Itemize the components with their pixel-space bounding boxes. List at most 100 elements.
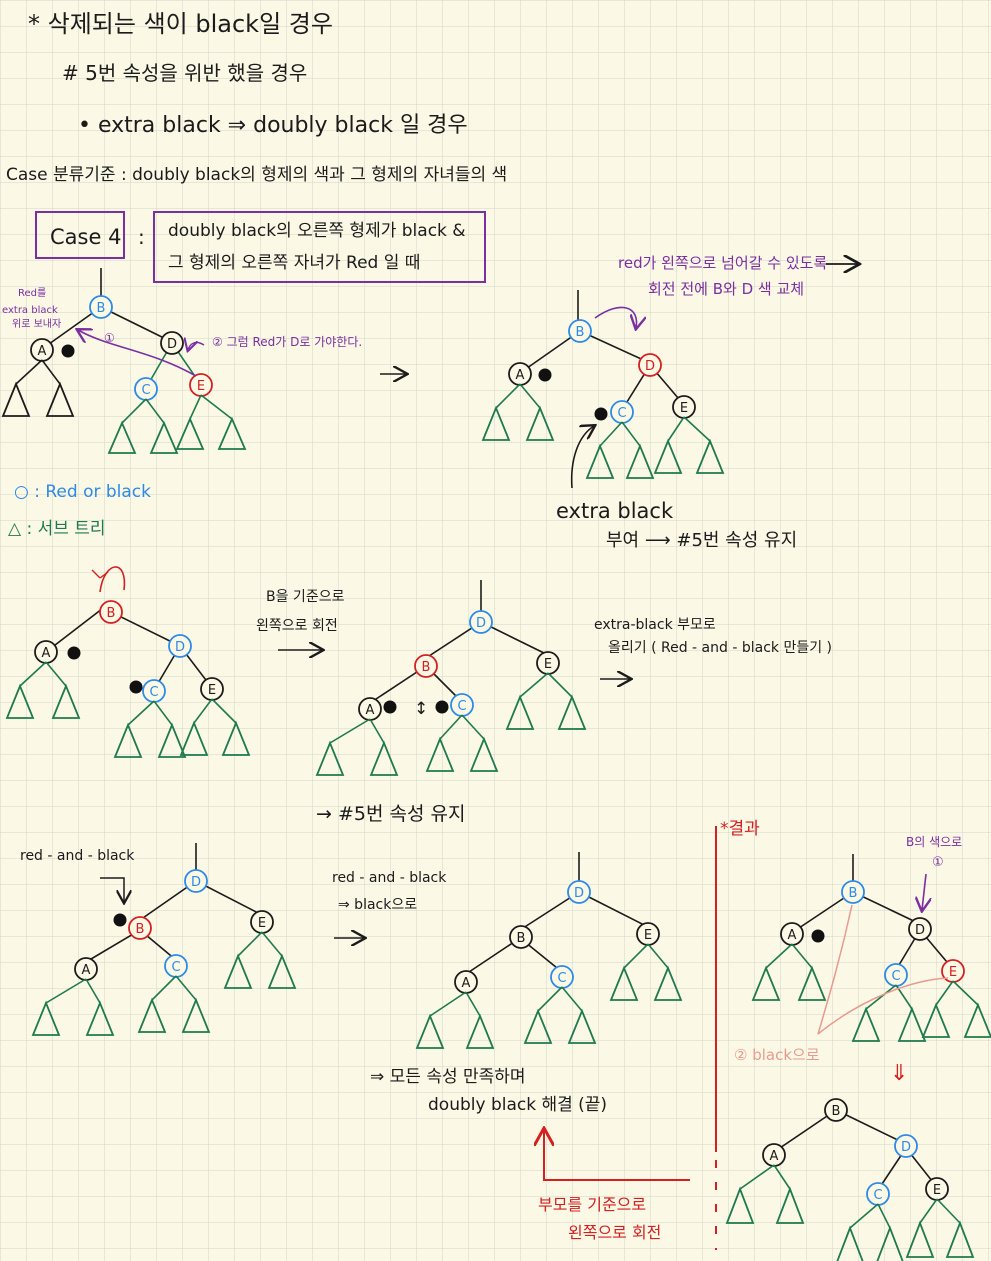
all-ok-2: doubly black 해결 (끝): [428, 1095, 607, 1115]
node-label: C: [149, 685, 158, 700]
tree-edge: [369, 718, 385, 744]
header-line-1: * 삭제되는 색이 black일 경우: [28, 10, 333, 38]
subtree-triangle: [945, 1220, 975, 1258]
node-label: B: [517, 931, 526, 946]
extra-black-up-1: extra-black 부모로: [594, 617, 716, 633]
note-red-3: 위로 보내자: [12, 317, 61, 330]
all-ok-1: ⇒ 모든 속성 만족하며: [370, 1067, 526, 1087]
node-circle: [99, 600, 123, 624]
tree-edge: [852, 891, 921, 925]
node-a: A: [34, 640, 58, 664]
tree-edge: [519, 383, 541, 409]
tree-edge: [189, 394, 202, 420]
node-label: B: [832, 1104, 841, 1119]
node-circle: [824, 1098, 848, 1122]
node-circle: [568, 319, 592, 343]
node-label: E: [197, 379, 205, 394]
case-desc-line-2: 그 형제의 오른쪽 자녀가 Red 일 때: [168, 253, 420, 273]
case-desc-line-1: doubly black의 오른쪽 형제가 black &: [168, 221, 466, 241]
tree-edge: [110, 611, 181, 647]
tree-edge: [547, 672, 573, 698]
subtree-triangle: [267, 953, 297, 989]
node-circle: [908, 917, 932, 941]
node-b: B: [841, 880, 865, 904]
rotate-note-2: 왼쪽으로 회전: [256, 618, 338, 634]
tree-edge: [211, 698, 237, 724]
subtree-triangle: [217, 416, 247, 450]
node-e: E: [925, 1177, 949, 1201]
node-b: B: [568, 319, 592, 343]
subtree-triangle: [876, 1225, 904, 1261]
node-d: D: [567, 880, 591, 904]
subtree-triangle: [179, 720, 209, 756]
node-label: D: [915, 923, 925, 938]
node-a: A: [508, 362, 532, 386]
tree-edge: [45, 661, 67, 687]
tree-edge: [683, 416, 711, 442]
tree-edge: [952, 980, 979, 1006]
subtree-triangle: [149, 420, 179, 454]
node-b: B: [509, 925, 533, 949]
tree-edge: [578, 891, 649, 928]
tree-edge: [127, 700, 155, 726]
tree-edge: [237, 931, 263, 957]
parent-rotate-arrow: [544, 1130, 690, 1181]
legend-circle: ○ : Red or black: [14, 482, 151, 502]
extra-black-dot: [435, 700, 449, 714]
rab-to-black-1: red - and - black: [332, 870, 447, 886]
node-circle: [638, 353, 662, 377]
subtree-triangle: [897, 1006, 927, 1042]
node-circle: [841, 880, 865, 904]
subtree-triangle: [157, 722, 187, 758]
node-b: B: [89, 295, 113, 319]
tree-edge: [935, 980, 954, 1006]
node-e: E: [200, 677, 224, 701]
extra-black-dot: [811, 929, 825, 943]
node-circle: [567, 880, 591, 904]
node-circle: [469, 610, 493, 634]
extra-black-dot: [113, 913, 127, 927]
node-label: D: [476, 616, 486, 631]
node-circle: [89, 295, 113, 319]
node-e: E: [250, 910, 274, 934]
node-circle: [160, 331, 184, 355]
tree-edge: [19, 661, 47, 687]
node-b: B: [99, 600, 123, 624]
subtree-triangle: [567, 1008, 597, 1044]
subtree-triangle: [223, 953, 253, 989]
tree-edge: [465, 937, 521, 975]
node-d: D: [184, 869, 208, 893]
subtree-triangle: [51, 683, 81, 719]
subtree-triangle: [1, 381, 31, 417]
subtree-triangle: [557, 694, 587, 730]
node-e: E: [536, 651, 560, 675]
extra-black-up-2: 올리기 ( Red - and - black 만들기 ): [608, 640, 832, 656]
case-label: Case 4: [50, 225, 121, 249]
node-label: A: [38, 344, 47, 359]
tree-edge: [919, 1198, 938, 1224]
tree-edge: [153, 700, 173, 726]
subtree-triangle: [751, 965, 781, 1001]
subtree-triangle: [415, 1013, 445, 1049]
node-e: E: [672, 395, 696, 419]
subtree-triangle: [107, 420, 137, 454]
step-one-marker: ①: [104, 331, 115, 345]
tree-edge: [599, 421, 623, 447]
move-red-arrow: [78, 330, 197, 377]
node-a: A: [358, 697, 382, 721]
extra-black-dot: [594, 407, 608, 421]
subtree-triangle: [481, 405, 511, 441]
node-a: A: [30, 338, 54, 362]
node-label: D: [901, 1140, 911, 1155]
header-line-3: • extra black ⇒ doubly black 일 경우: [78, 113, 468, 138]
node-label: D: [574, 886, 584, 901]
node-label: A: [82, 963, 91, 978]
subtree-triangle: [921, 1002, 951, 1038]
subtree-triangle: [425, 736, 455, 772]
case-label-box: [35, 211, 125, 259]
subtree-triangle: [653, 965, 683, 1001]
node-label: A: [42, 646, 51, 661]
node-b: B: [414, 654, 438, 678]
subtree-triangle: [31, 1000, 61, 1036]
